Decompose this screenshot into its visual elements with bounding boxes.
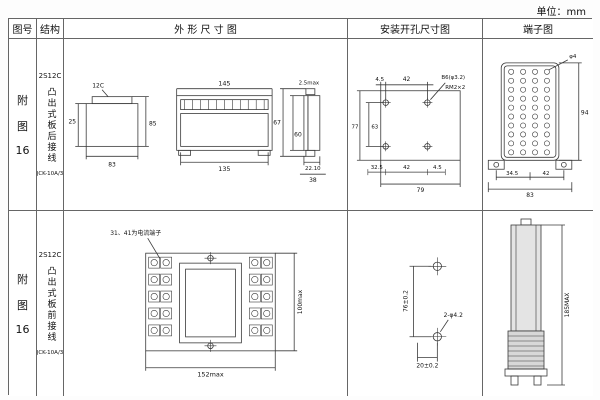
- note-label: B6(φ3.2): [441, 75, 465, 81]
- header-mounting-label: 安装开孔尺寸图: [380, 25, 450, 36]
- rear-view: [75, 89, 149, 160]
- dim-label: 32.5: [371, 165, 383, 171]
- outline-drawing-row2: 31、41为电流端子 152max 100max: [110, 229, 304, 379]
- mounting-cell-row2: 76±0.2 2-φ4.2 20±0.2: [348, 211, 483, 396]
- outline-cell-row2: 31、41为电流端子 152max 100max: [64, 211, 348, 396]
- dim-label: 42: [403, 76, 411, 83]
- panel-cutout: [356, 81, 461, 188]
- dim-label: 145: [218, 80, 230, 88]
- header-terminal: 端子图: [483, 19, 593, 39]
- fig-char: 附: [17, 94, 28, 107]
- terminal-cell-row2: 185MAX: [483, 211, 593, 396]
- dim-label: 42: [403, 165, 410, 171]
- fig-number-row1: 附 图 16: [9, 39, 37, 211]
- dim-label: 135: [218, 165, 230, 173]
- terminal-board-front: [145, 238, 298, 371]
- dim-label: 12C: [92, 83, 104, 90]
- dim-label: 76±0.2: [403, 290, 410, 312]
- header-mounting: 安装开孔尺寸图: [348, 19, 483, 39]
- mounting-drawing-row1: 4.5 42 B6(φ3.2) RM2×2 77 63 32.5 42 4.5 …: [351, 75, 465, 194]
- dim-label: 34.5: [506, 171, 518, 177]
- dim-label: 20±0.2: [416, 363, 438, 370]
- fig-number-row2: 附 图 16: [9, 211, 37, 396]
- dim-label: 38: [309, 177, 317, 184]
- dim-label: 100max: [297, 289, 304, 314]
- header-fig-no: 图号: [9, 19, 37, 39]
- dim-label: 185MAX: [564, 293, 571, 318]
- dim-label: 85: [149, 120, 157, 127]
- dim-label: 79: [417, 187, 425, 194]
- terminal-block: [487, 59, 582, 193]
- dim-label: 2.5max: [299, 81, 320, 87]
- header-terminal-label: 端子图: [523, 25, 553, 36]
- terminal-drawing-row2: 185MAX: [504, 218, 571, 386]
- dim-label: 22.10: [305, 166, 321, 172]
- drill-holes: [409, 257, 449, 362]
- dim-label: 94: [581, 110, 589, 117]
- dim-label: 60: [294, 131, 302, 138]
- side-view: [280, 88, 326, 175]
- outline-cell-row1: 12C 25 83 85 145 135 67 60 2.5max 22.10 …: [64, 39, 348, 211]
- dim-label: 4.5: [375, 77, 384, 83]
- structure-text: 凸出式板前接线: [45, 266, 56, 343]
- dim-label: 42: [542, 171, 549, 177]
- dim-label: 83: [108, 161, 116, 168]
- dim-label: 83: [526, 192, 534, 199]
- dim-label: φ4: [569, 54, 577, 60]
- model-label: 2S12C: [38, 251, 62, 259]
- part-number: JCK-10A/3: [37, 350, 64, 356]
- fig-number: 16: [15, 323, 30, 336]
- dim-label: 152max: [197, 371, 224, 379]
- unit-label: 单位：mm: [536, 7, 586, 18]
- part-number: JCK-10A/3: [37, 171, 64, 177]
- dim-label: 2-φ4.2: [444, 312, 464, 319]
- note-label: 31、41为电流端子: [110, 229, 161, 237]
- fig-char: 图: [17, 299, 28, 312]
- terminal-cell-row1: φ4 94 34.5 42 83: [483, 39, 593, 211]
- relay-side-view: [504, 218, 565, 386]
- fig-char: 附: [17, 273, 28, 286]
- note-label: RM2×2: [445, 85, 465, 91]
- header-structure-label: 结构: [40, 25, 60, 36]
- dim-label: 25: [68, 119, 76, 126]
- header-outline: 外 形 尺 寸 图: [64, 19, 348, 39]
- terminal-drawing-row1: φ4 94 34.5 42 83: [487, 54, 589, 199]
- structure-text: 凸出式板后接线: [45, 87, 56, 164]
- mounting-drawing-row2: 76±0.2 2-φ4.2 20±0.2: [403, 257, 464, 370]
- front-view: [176, 88, 273, 166]
- header-fig-no-label: 图号: [12, 25, 33, 36]
- outline-drawing-row1: 12C 25 83 85 145 135 67 60 2.5max 22.10 …: [68, 80, 326, 184]
- fig-char: 图: [17, 120, 28, 133]
- mounting-cell-row1: 4.5 42 B6(φ3.2) RM2×2 77 63 32.5 42 4.5 …: [348, 39, 483, 211]
- dim-label: 67: [273, 120, 281, 127]
- structure-row1: 2S12C 凸出式板后接线 JCK-10A/3: [37, 39, 64, 211]
- dim-label: 4.5: [433, 165, 442, 171]
- spec-table: 图号 结构 外 形 尺 寸 图 安装开孔尺寸图 端子图 附 图 16 2S12C…: [8, 18, 593, 396]
- header-structure: 结构: [37, 19, 64, 39]
- model-label: 2S12C: [38, 72, 62, 80]
- structure-row2: 2S12C 凸出式板前接线 JCK-10A/3: [37, 211, 64, 396]
- fig-number: 16: [15, 144, 30, 157]
- dim-label: 63: [371, 124, 378, 130]
- header-outline-label: 外 形 尺 寸 图: [174, 25, 237, 36]
- dim-label: 77: [351, 124, 358, 130]
